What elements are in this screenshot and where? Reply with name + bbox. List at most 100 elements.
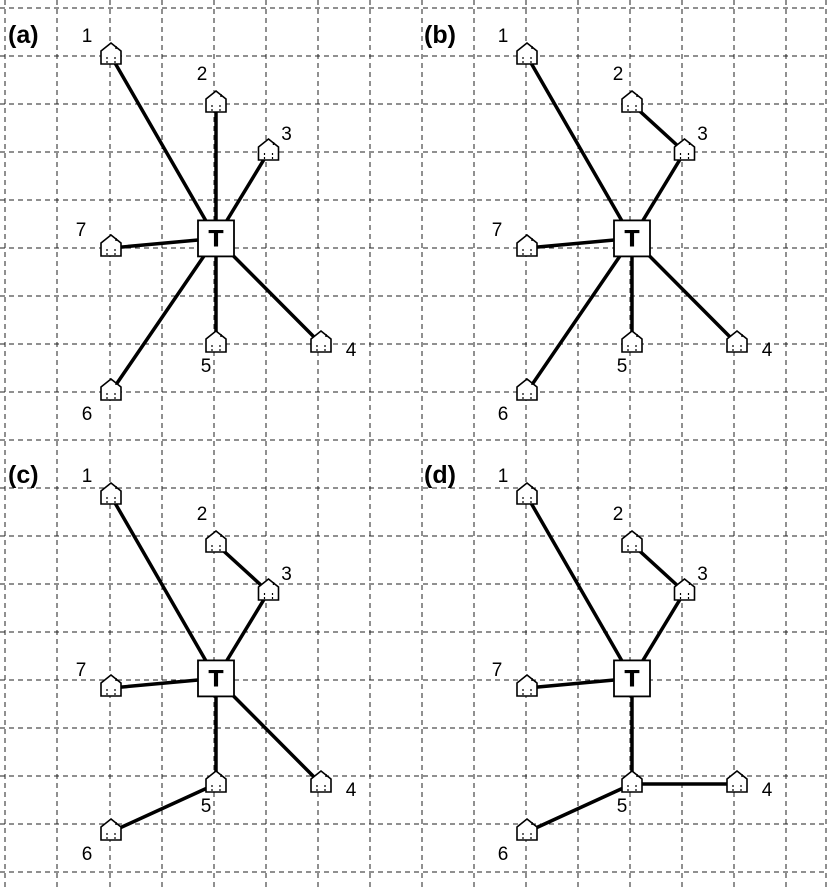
hub-box [613, 219, 651, 258]
house-outline [100, 41, 122, 65]
transformer-hub: T [613, 219, 651, 258]
house-outline [100, 481, 122, 505]
house-icon [621, 769, 643, 793]
house-outline [205, 89, 227, 113]
hub-box [197, 659, 235, 698]
hub-label: T [624, 227, 639, 252]
house-outline [205, 769, 227, 793]
panel-label: (d) [424, 461, 456, 489]
house-icon [516, 233, 538, 257]
house-outline [673, 577, 696, 601]
house-outline [673, 137, 696, 161]
hub-label: T [208, 227, 223, 252]
hub-label: T [624, 667, 639, 692]
edge-T-6 [525, 236, 634, 394]
hub-box [197, 219, 235, 258]
house-label-1: 1 [82, 466, 93, 487]
house-label-6: 6 [82, 404, 93, 425]
house-icon [516, 41, 538, 65]
house-label-3: 3 [281, 564, 292, 585]
house-outline [516, 41, 538, 65]
house-icon [257, 137, 280, 161]
house-label-2: 2 [613, 504, 624, 525]
edge-T-1 [109, 54, 218, 241]
transformer-hub: T [613, 659, 651, 698]
house-icon [100, 673, 122, 697]
house-label-5: 5 [617, 796, 628, 817]
house-label-2: 2 [613, 64, 624, 85]
house-outline [726, 769, 748, 793]
house-icon [205, 769, 227, 793]
house-icon [310, 329, 332, 353]
house-outline [310, 769, 332, 793]
house-icon [100, 817, 122, 841]
house-icon [621, 89, 643, 113]
house-outline [257, 137, 280, 161]
panel-label: (a) [8, 21, 39, 49]
house-icon [516, 481, 538, 505]
house-label-1: 1 [82, 26, 93, 47]
house-label-4: 4 [346, 340, 357, 361]
house-label-4: 4 [762, 780, 773, 801]
hub-label: T [208, 667, 223, 692]
house-icon [100, 41, 122, 65]
panel-label: (b) [424, 21, 456, 49]
house-outline [257, 577, 280, 601]
house-icon [205, 529, 227, 553]
hub-box [613, 659, 651, 698]
house-icon [673, 577, 696, 601]
house-icon [621, 529, 643, 553]
edge-T-1 [525, 54, 634, 241]
house-outline [205, 329, 227, 353]
house-outline [516, 673, 538, 697]
house-outline [100, 817, 122, 841]
house-outline [621, 89, 643, 113]
edge-5-6 [525, 782, 634, 834]
edge-T-1 [525, 494, 634, 681]
house-label-2: 2 [197, 64, 208, 85]
house-icon [726, 329, 748, 353]
house-icon [673, 137, 696, 161]
house-outline [310, 329, 332, 353]
edge-5-6 [109, 782, 218, 834]
house-outline [100, 233, 122, 257]
house-icon [310, 769, 332, 793]
house-outline [621, 529, 643, 553]
house-label-4: 4 [762, 340, 773, 361]
transformer-hub: T [197, 219, 235, 258]
house-outline [726, 329, 748, 353]
house-outline [621, 769, 643, 793]
transformer-hub: T [197, 659, 235, 698]
house-icon [205, 89, 227, 113]
house-icon [205, 329, 227, 353]
house-icon [100, 377, 122, 401]
house-label-7: 7 [76, 660, 87, 681]
house-label-5: 5 [201, 796, 212, 817]
house-label-1: 1 [498, 26, 509, 47]
house-label-6: 6 [498, 404, 509, 425]
house-label-2: 2 [197, 504, 208, 525]
house-icon [516, 673, 538, 697]
house-label-6: 6 [498, 844, 509, 865]
house-outline [516, 233, 538, 257]
house-outline [516, 817, 538, 841]
house-label-6: 6 [82, 844, 93, 865]
house-label-5: 5 [201, 356, 212, 377]
house-outline [621, 329, 643, 353]
house-label-3: 3 [281, 124, 292, 145]
house-label-3: 3 [697, 124, 708, 145]
house-label-1: 1 [498, 466, 509, 487]
house-icon [100, 233, 122, 257]
house-icon [621, 329, 643, 353]
edge-T-1 [109, 494, 218, 681]
edge-T-6 [109, 236, 218, 394]
house-icon [257, 577, 280, 601]
house-icon [516, 817, 538, 841]
house-outline [516, 481, 538, 505]
